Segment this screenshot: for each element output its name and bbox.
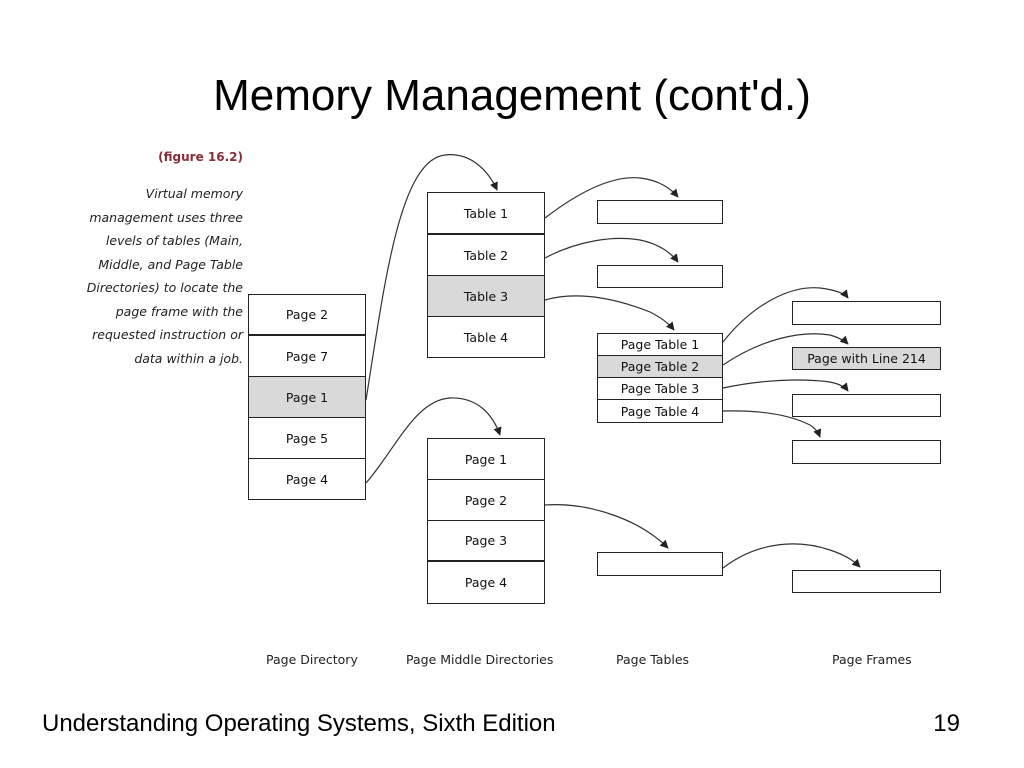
page-directory-row: Page 2 [249,295,365,336]
footer-book-title: Understanding Operating Systems, Sixth E… [42,710,556,737]
page-table-box [597,200,723,224]
arrow-dir-to-bottom-dir [365,397,502,484]
label-page-tables: Page Tables [616,652,690,667]
page-table-row: Page Table 1 [598,334,722,356]
figure-label: (figure 16.2) [158,150,243,164]
middle-directory-row: Table 1 [428,193,544,235]
figure-caption: Virtual memory management uses three lev… [86,186,243,366]
label-page-directory: Page Directory [266,652,358,667]
middle-directory-row: Page 3 [428,521,544,562]
arrow-dir-to-table1 [365,154,498,401]
arrow-table1 [544,177,679,219]
page-directory-row: Page 4 [249,459,365,499]
page-directory-row: Page 5 [249,418,365,459]
arrow-pt3 [722,379,849,392]
page-table-row-highlighted: Page Table 2 [598,356,722,378]
page-directory-row: Page 7 [249,336,365,377]
page-frame [792,570,941,593]
middle-directory-bottom: Page 1 Page 2 Page 3 Page 4 [427,438,545,604]
label-page-frames: Page Frames [832,652,912,667]
page-frame [792,440,941,464]
slide-number: 19 [933,710,960,737]
arrow-table3 [544,295,675,331]
page-table-row: Page Table 4 [598,400,722,422]
page-directory-row-highlighted: Page 1 [249,377,365,418]
middle-directory-row: Page 1 [428,439,544,480]
arrow-pt2 [722,333,849,366]
middle-directory-row: Page 2 [428,480,544,521]
slide-title: Memory Management (cont'd.) [213,71,811,120]
middle-directory-row: Table 4 [428,317,544,357]
label-page-middle-directories: Page Middle Directories [406,652,554,667]
arrow-pt1 [722,287,849,343]
page-table-box [597,552,723,576]
middle-directory-row: Page 4 [428,562,544,603]
middle-directory-row-highlighted: Table 3 [428,276,544,317]
page-frame-highlighted: Page with Line 214 [792,347,941,370]
page-table-box [597,265,723,288]
arrow-pt-bottom [722,543,861,569]
page-table-row: Page Table 3 [598,378,722,400]
arrow-table2 [544,237,679,263]
arrow-pt4 [722,410,822,438]
page-frame [792,394,941,417]
page-frame [792,301,941,325]
middle-directory-row: Table 2 [428,235,544,276]
middle-directory-top: Table 1 Table 2 Table 3 Table 4 [427,192,545,358]
page-tables: Page Table 1 Page Table 2 Page Table 3 P… [597,333,723,423]
arrow-page2 [544,504,669,549]
page-directory: Page 2 Page 7 Page 1 Page 5 Page 4 [248,294,366,500]
